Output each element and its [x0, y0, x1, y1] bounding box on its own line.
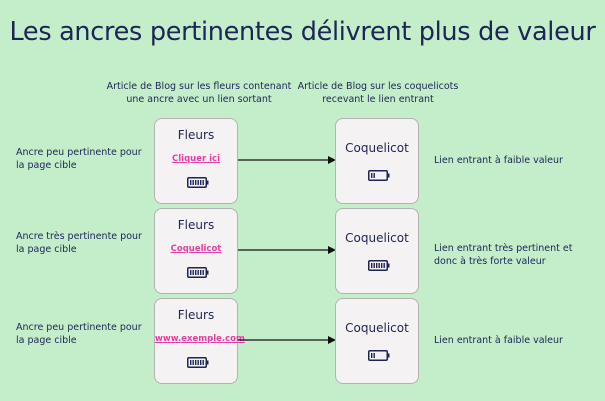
- row-2-target-card: Coquelicot: [335, 208, 419, 294]
- battery-full-icon: [187, 357, 209, 368]
- source-card-title: Fleurs: [177, 218, 215, 232]
- battery-full-icon: [187, 267, 209, 278]
- row-3-target-card: Coquelicot: [335, 298, 419, 384]
- row-1-anchor-label: Ancre peu pertinente pour la page cible: [16, 147, 142, 171]
- page-title: Les ancres pertinentes délivrent plus de…: [9, 17, 596, 47]
- source-card-anchor-link[interactable]: Coquelicot: [170, 244, 222, 254]
- row-1-source-card: Fleurs Cliquer ici: [154, 118, 238, 204]
- column-header-source: Article de Blog sur les fleurs contenant…: [106, 81, 292, 105]
- battery-low-icon: [368, 350, 390, 361]
- row-1-result-label: Lien entrant à faible valeur: [434, 155, 563, 166]
- row-3-source-card: Fleurs www.exemple.com: [154, 298, 245, 384]
- source-card-anchor-link[interactable]: Cliquer ici: [172, 154, 220, 164]
- row-2-source-card: Fleurs Coquelicot: [154, 208, 238, 294]
- row-1-target-card: Coquelicot: [335, 118, 419, 204]
- row-3-result-label: Lien entrant à faible valeur: [434, 335, 563, 346]
- target-card-title: Coquelicot: [345, 141, 409, 155]
- row-3-arrow-right-icon: [238, 336, 336, 344]
- row-2-anchor-label: Ancre très pertinente pour la page cible: [16, 231, 142, 255]
- row-3-anchor-label: Ancre peu pertinente pour la page cible: [16, 322, 142, 346]
- source-card-title: Fleurs: [177, 128, 215, 142]
- battery-low-icon: [368, 170, 390, 181]
- target-card-title: Coquelicot: [345, 321, 409, 335]
- target-card-title: Coquelicot: [345, 231, 409, 245]
- row-2-arrow-right-icon: [238, 246, 336, 254]
- row-2-result-label: Lien entrant très pertinent et donc à tr…: [434, 243, 573, 267]
- battery-full-icon: [187, 177, 209, 188]
- column-header-target: Article de Blog sur les coquelicots rece…: [297, 81, 459, 105]
- row-1-arrow-right-icon: [238, 156, 336, 164]
- battery-full-icon: [368, 260, 390, 271]
- source-card-anchor-link[interactable]: www.exemple.com: [155, 334, 245, 344]
- source-card-title: Fleurs: [177, 308, 215, 322]
